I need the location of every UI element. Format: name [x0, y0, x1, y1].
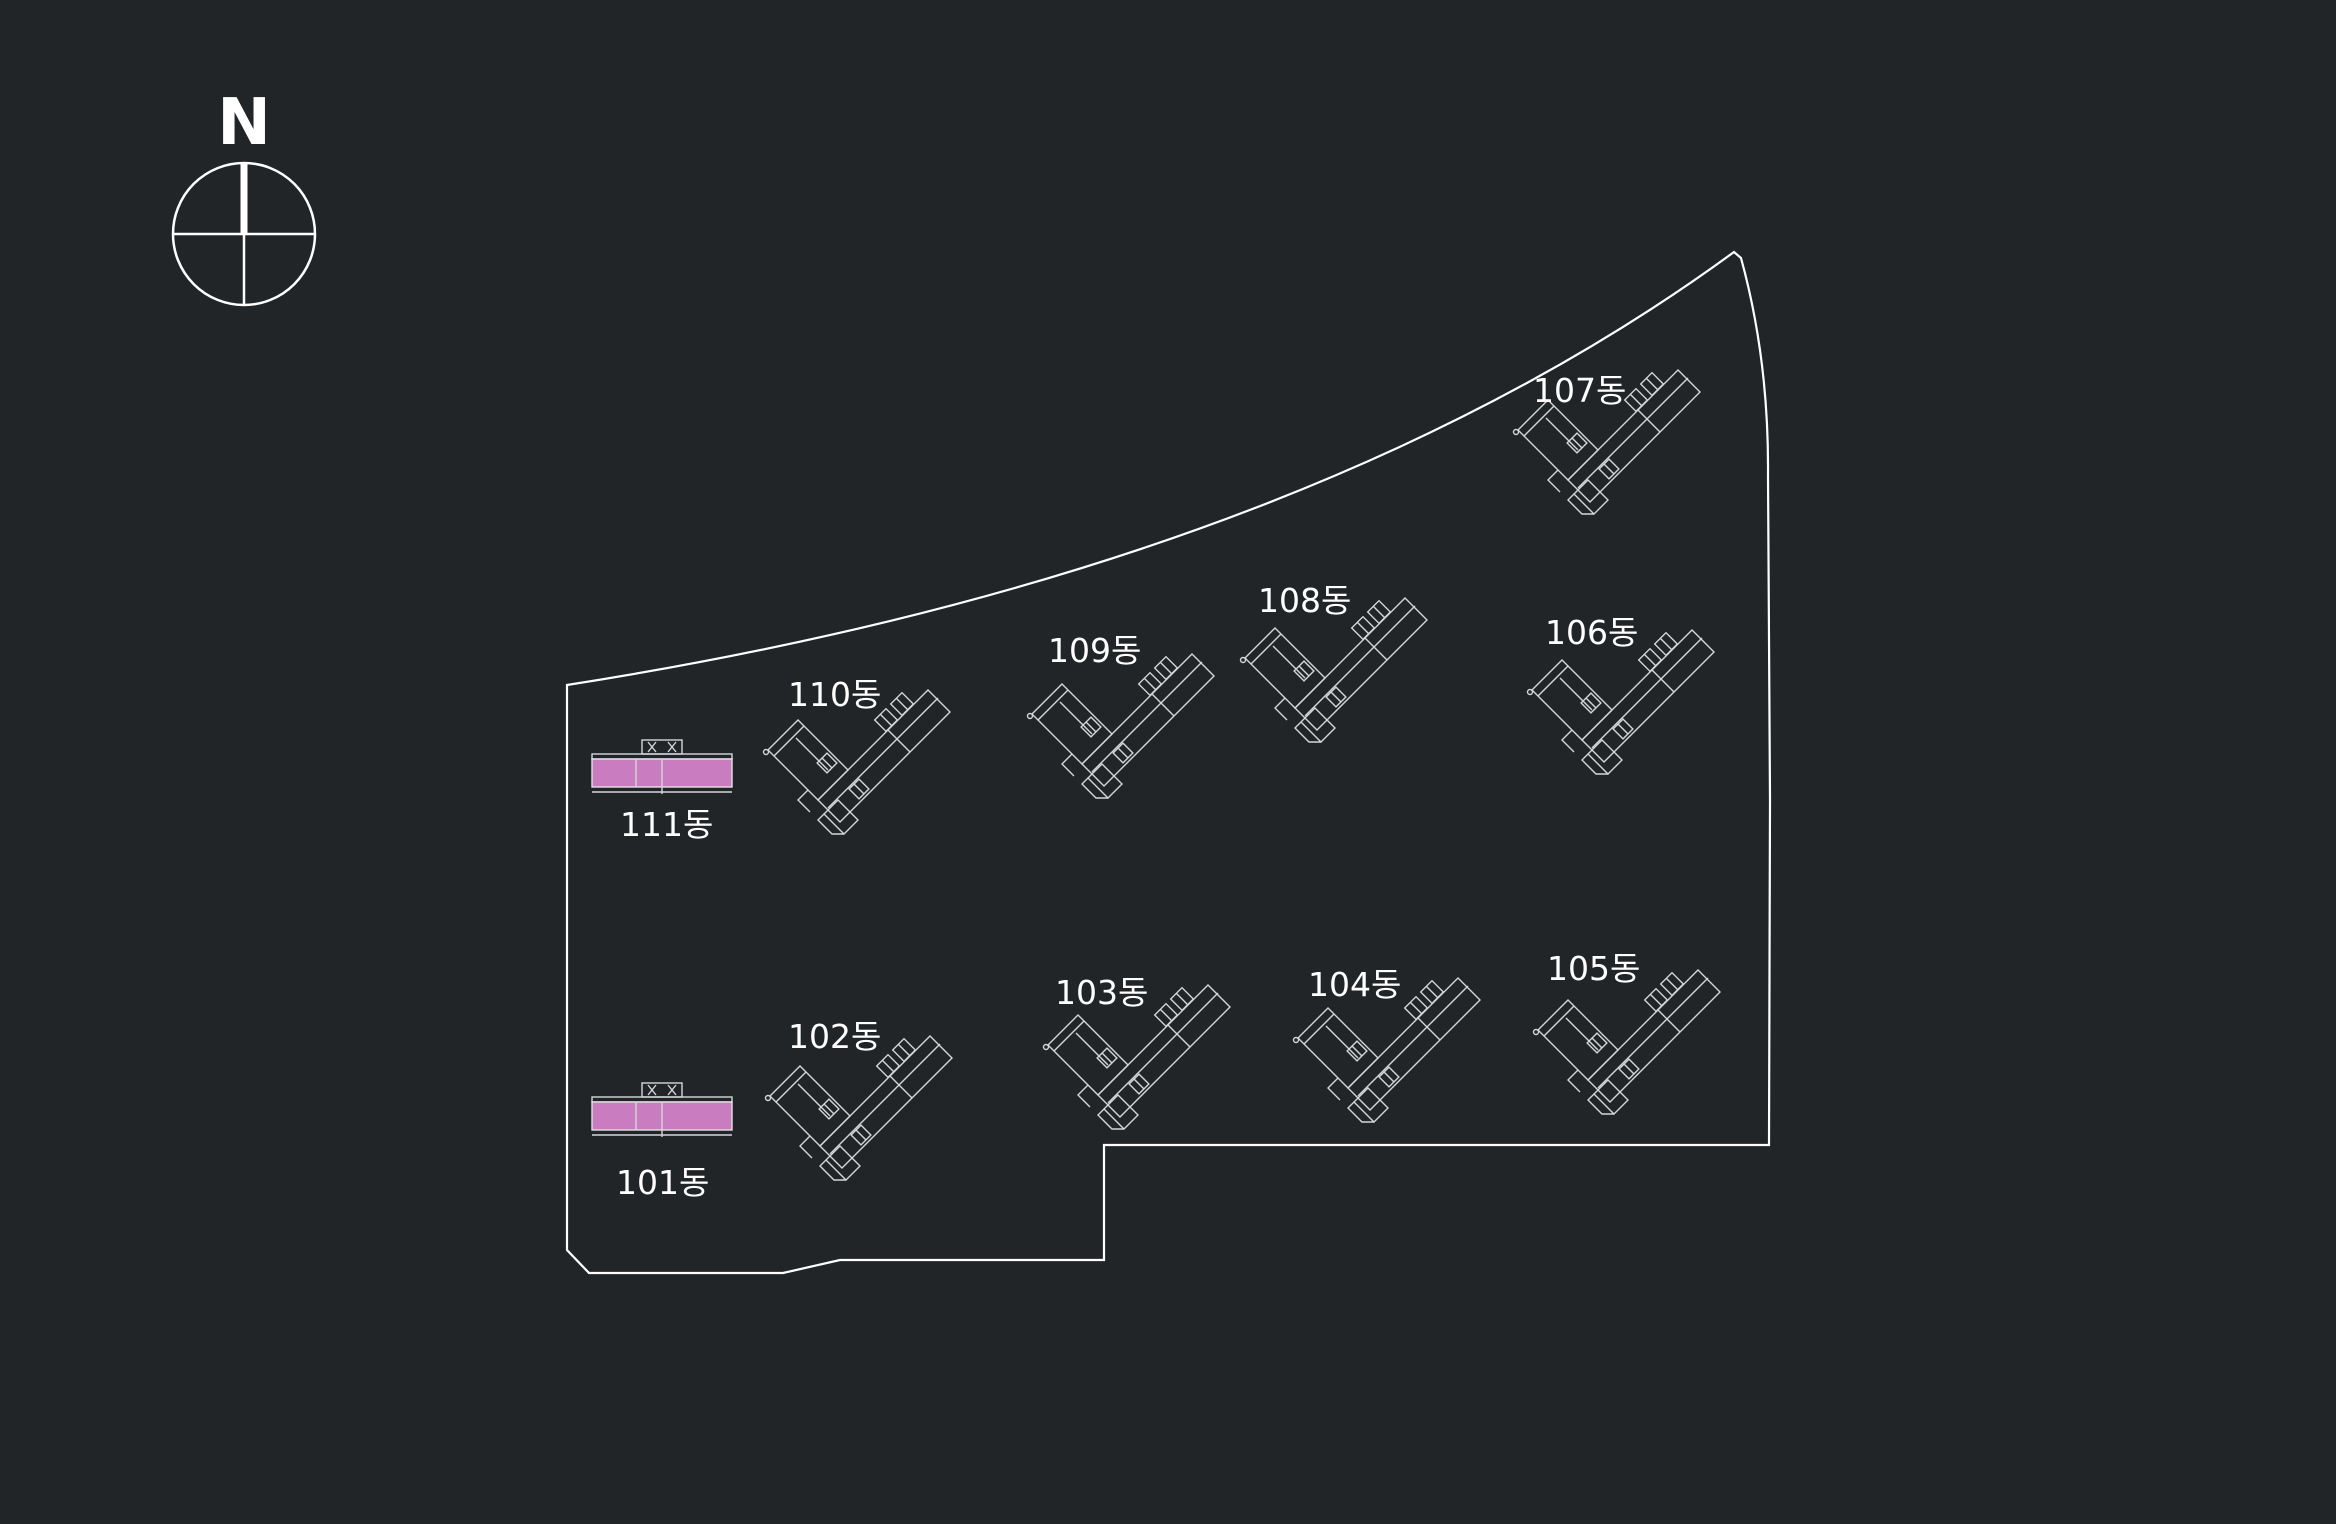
building-label-102: 102동	[788, 1017, 881, 1056]
north-label: N	[217, 86, 271, 160]
building-label-103: 103동	[1055, 973, 1148, 1012]
building-label-111: 111동	[620, 805, 713, 844]
building-label-109: 109동	[1048, 631, 1141, 670]
building-label-106: 106동	[1545, 613, 1638, 652]
north-compass: N	[171, 86, 317, 307]
building-label-110: 110동	[788, 675, 881, 714]
building-102-footprint[interactable]	[764, 1035, 953, 1181]
site-boundary	[565, 250, 1772, 1275]
building-label-107: 107동	[1533, 371, 1626, 410]
building-101-footprint[interactable]	[591, 1082, 733, 1137]
building-105-footprint[interactable]	[1532, 969, 1721, 1115]
building-111-footprint[interactable]	[591, 739, 733, 794]
building-label-105: 105동	[1547, 949, 1640, 988]
building-label-101: 101동	[616, 1163, 709, 1202]
building-label-108: 108동	[1258, 581, 1351, 620]
building-109-footprint[interactable]	[1026, 653, 1215, 799]
building-label-104: 104동	[1308, 965, 1401, 1004]
